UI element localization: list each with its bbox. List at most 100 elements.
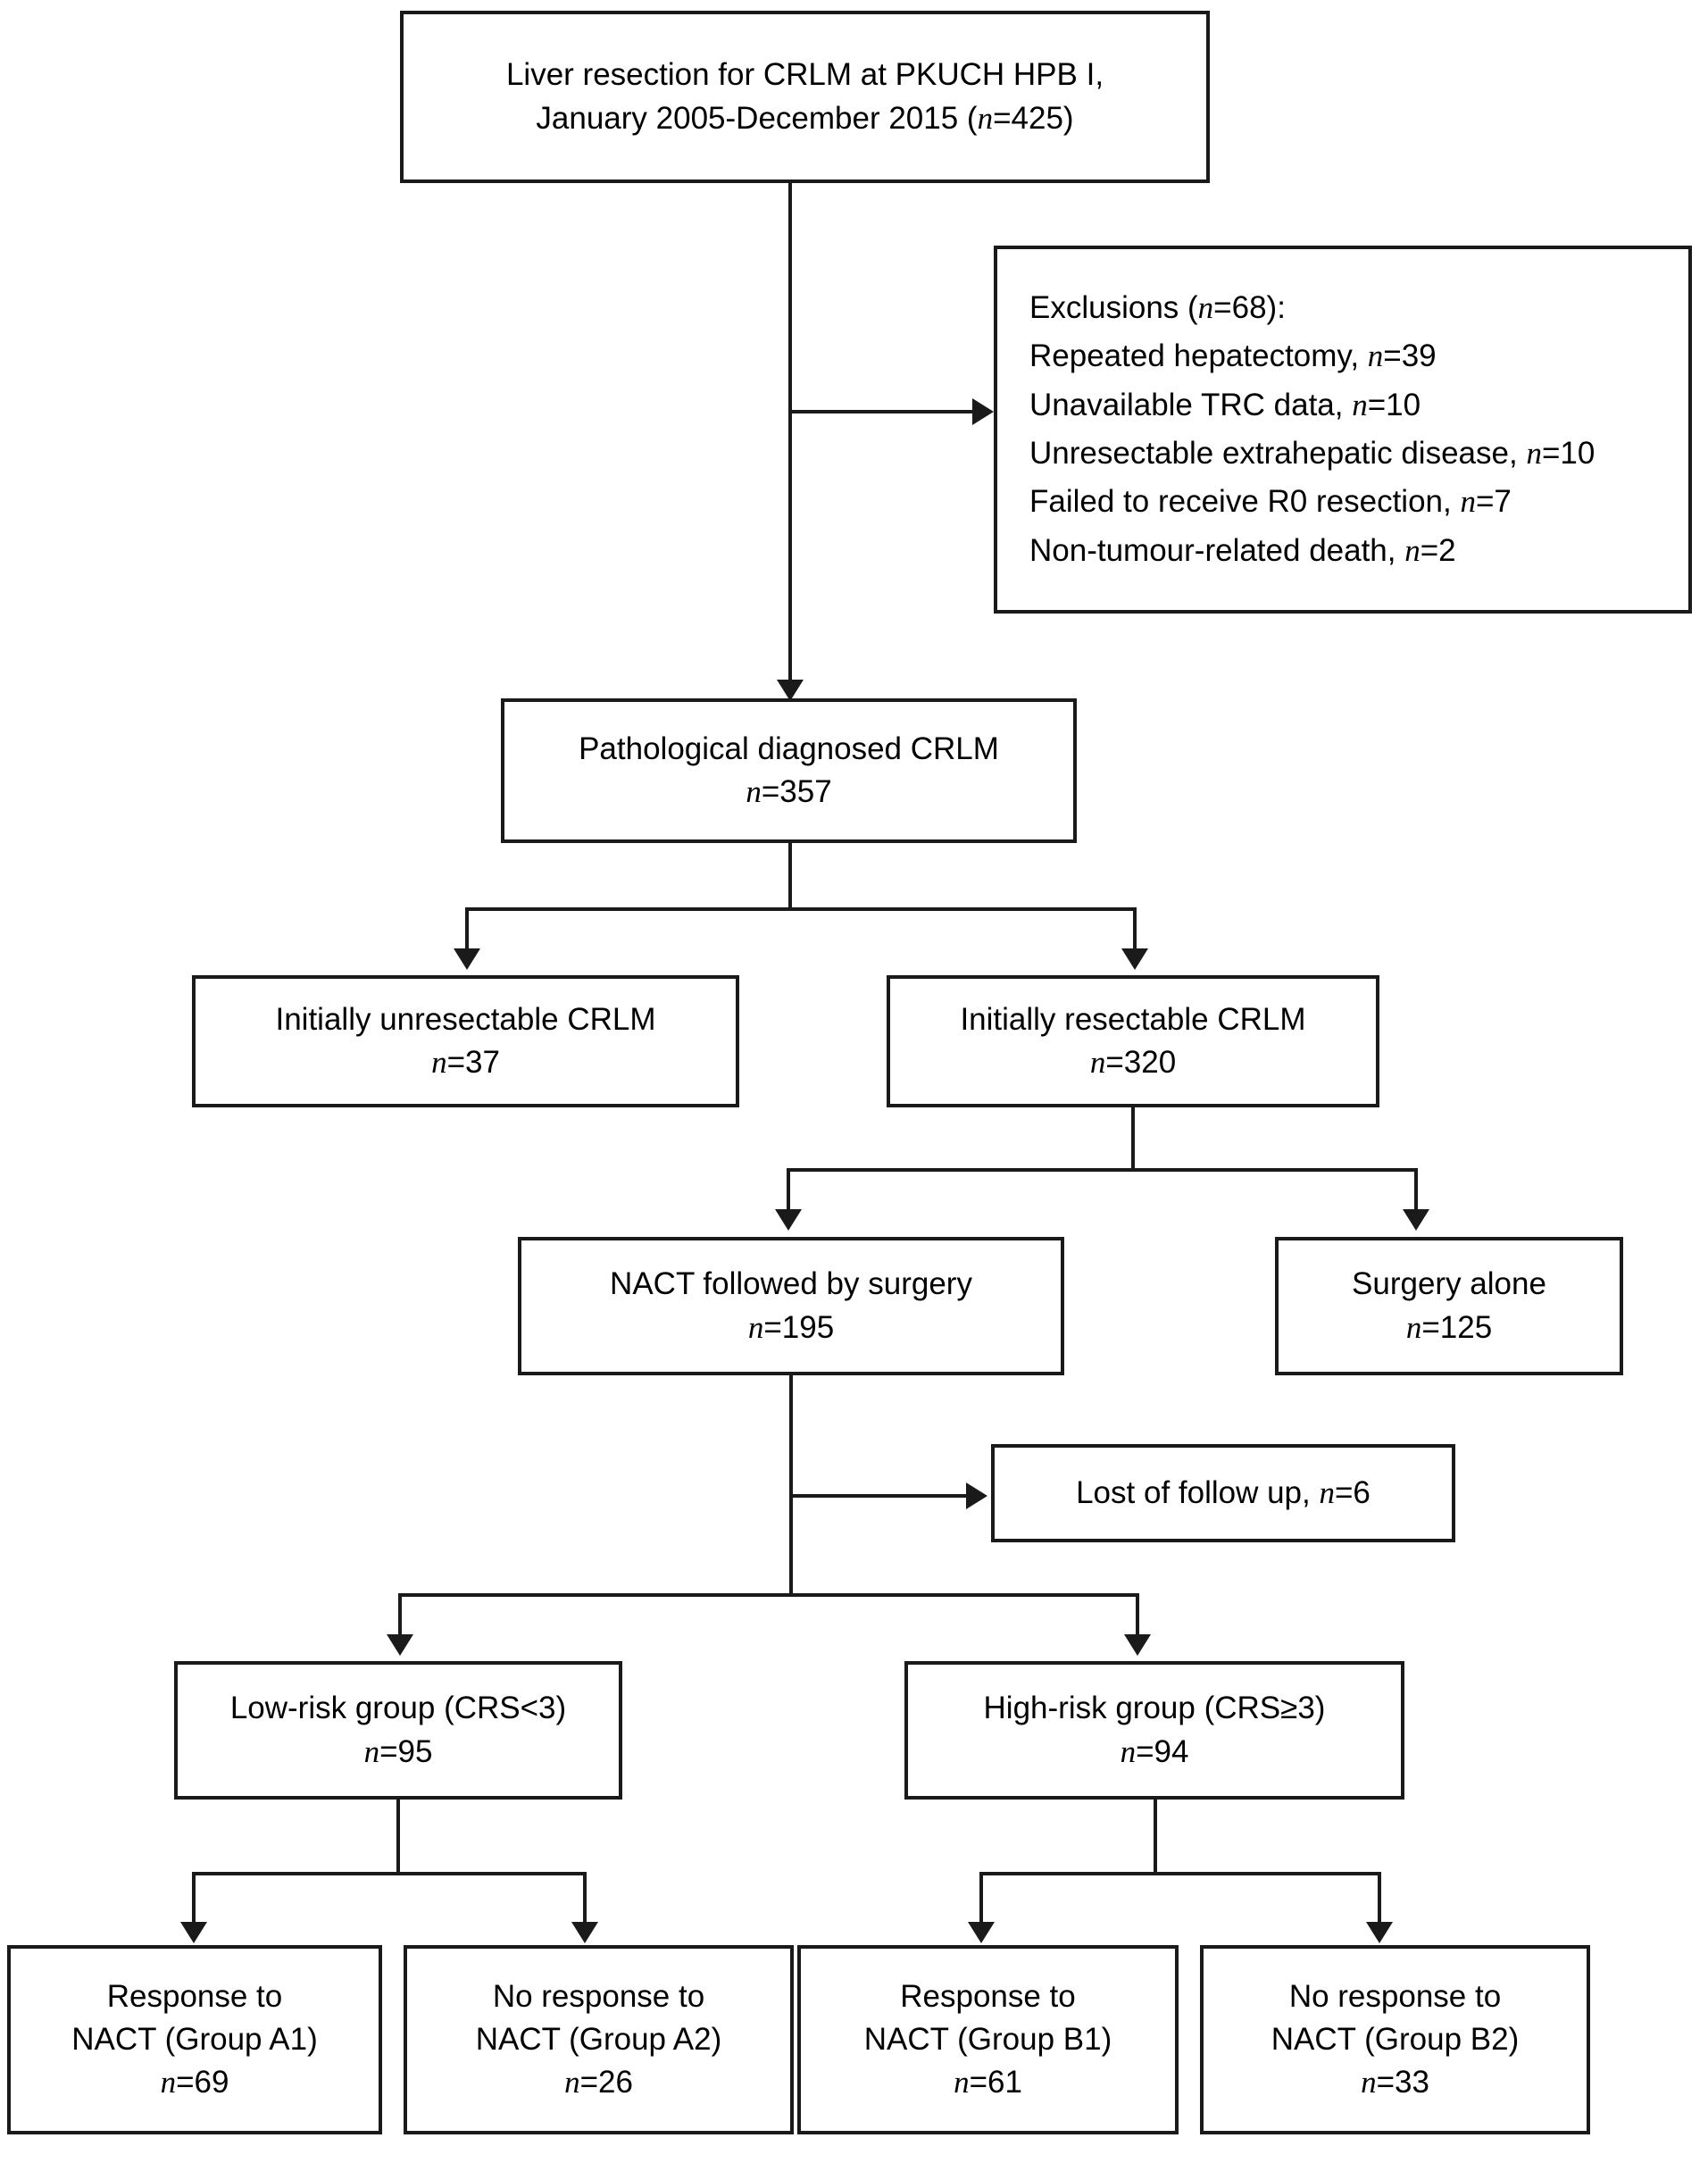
nact-surgery-count: n=195: [748, 1307, 834, 1349]
group-b1-n-var: n: [954, 2065, 970, 2100]
node-group-b1: Response to NACT (Group B1) n=61: [797, 1945, 1179, 2134]
group-a2-line-2: NACT (Group A2): [475, 2021, 722, 2057]
low-risk-n-var: n: [363, 1733, 380, 1769]
connector-to-group-a1: [192, 1872, 196, 1927]
high-risk-label: High-risk group (CRS≥3): [983, 1691, 1326, 1726]
node-pathological-diagnosed-crlm: Pathological diagnosed CRLM n=357: [501, 698, 1077, 843]
nact-surgery-n-var: n: [747, 1309, 764, 1345]
connector-exclusions-branch: [788, 410, 974, 413]
node-group-a1: Response to NACT (Group A1) n=69: [7, 1945, 382, 2134]
high-risk-count: n=94: [1121, 1731, 1189, 1774]
low-risk-label: Low-risk group (CRS<3): [229, 1691, 567, 1726]
exclusion-item-value: =10: [1367, 387, 1421, 422]
arrow-to-group-a1: [180, 1922, 207, 1943]
exclusion-item: Unresectable extrahepatic disease, n=10: [1029, 430, 1595, 478]
exclusion-item-label: Failed to receive R0 resection,: [1029, 484, 1461, 520]
group-a2-value: =26: [579, 2065, 633, 2100]
cohort-line-2: January 2005-December 2015 (n=425): [536, 97, 1073, 140]
nact-surgery-value: =195: [763, 1309, 835, 1345]
group-b2-line-1: No response to: [1288, 1978, 1502, 2014]
exclusion-item: Unavailable TRC data, n=10: [1029, 381, 1421, 430]
lost-followup-value: =6: [1334, 1474, 1371, 1510]
pathological-label: Pathological diagnosed CRLM: [579, 731, 999, 766]
resectable-label: Initially resectable CRLM: [960, 1001, 1306, 1037]
nact-surgery-label: NACT followed by surgery: [610, 1266, 972, 1302]
group-b2-line-2: NACT (Group B2): [1271, 2021, 1520, 2057]
connector-to-high-risk: [1136, 1593, 1139, 1640]
connector-split-bar-5: [979, 1872, 1381, 1875]
high-risk-n-var: n: [1120, 1733, 1137, 1769]
node-group-b2: No response to NACT (Group B2) n=33: [1200, 1945, 1590, 2134]
exclusion-item-n-var: n: [1404, 532, 1421, 568]
connector-split-bar-2: [787, 1168, 1418, 1172]
low-risk-value: =95: [379, 1733, 433, 1769]
exclusion-item-n-var: n: [1352, 387, 1368, 422]
surgery-alone-n-var: n: [1405, 1309, 1422, 1345]
group-b1-count: n=61: [954, 2061, 1022, 2104]
exclusion-item-label: Unresectable extrahepatic disease,: [1029, 436, 1527, 471]
exclusion-item-n-var: n: [1526, 436, 1542, 471]
exclusion-item-value: =10: [1541, 436, 1596, 471]
group-b1-line-2: NACT (Group B1): [863, 2021, 1112, 2057]
node-group-a2: No response to NACT (Group A2) n=26: [404, 1945, 794, 2134]
unresectable-count: n=37: [431, 1041, 500, 1084]
connector-high-risk-stem: [1154, 1800, 1157, 1875]
node-low-risk-group: Low-risk group (CRS<3) n=95: [174, 1661, 622, 1800]
group-a2-count: n=26: [564, 2061, 633, 2104]
exclusion-item: Non-tumour-related death, n=2: [1029, 527, 1456, 575]
surgery-alone-value: =125: [1421, 1309, 1493, 1345]
connector-to-group-a2: [583, 1872, 587, 1927]
exclusions-heading-n-var: n: [1197, 290, 1214, 326]
node-initially-unresectable-crlm: Initially unresectable CRLM n=37: [192, 975, 739, 1107]
node-cohort: Liver resection for CRLM at PKUCH HPB I,…: [400, 11, 1210, 183]
connector-cohort-stem: [788, 183, 792, 694]
connector-to-resectable: [1133, 907, 1137, 954]
resectable-value: =320: [1105, 1045, 1177, 1080]
arrow-to-high-risk-group: [1124, 1634, 1151, 1656]
node-nact-followed-by-surgery: NACT followed by surgery n=195: [518, 1237, 1064, 1375]
connector-to-unresectable: [465, 907, 469, 954]
arrow-to-group-a2: [571, 1922, 598, 1943]
group-a2-n-var: n: [564, 2065, 580, 2100]
group-b2-value: =33: [1376, 2065, 1429, 2100]
connector-split-bar-4: [192, 1872, 587, 1875]
surgery-alone-label: Surgery alone: [1352, 1266, 1546, 1302]
cohort-n-var: n: [977, 100, 994, 136]
connector-to-surgery-alone: [1414, 1168, 1418, 1215]
exclusion-item-n-var: n: [1367, 338, 1384, 374]
pathological-count: n=357: [746, 771, 831, 814]
connector-split-bar-1: [465, 907, 1137, 911]
node-surgery-alone: Surgery alone n=125: [1275, 1237, 1623, 1375]
exclusion-item-label: Unavailable TRC data,: [1029, 387, 1353, 422]
arrow-to-unresectable: [454, 948, 480, 970]
surgery-alone-count: n=125: [1406, 1307, 1492, 1349]
arrow-to-nact-surgery: [775, 1209, 802, 1231]
arrow-to-low-risk-group: [387, 1634, 413, 1656]
group-a1-n-var: n: [160, 2065, 177, 2100]
cohort-line-2-pre: January 2005-December 2015 (: [536, 100, 978, 136]
unresectable-label: Initially unresectable CRLM: [275, 1001, 656, 1037]
connector-to-group-b1: [979, 1872, 983, 1927]
exclusion-item-n-var: n: [1460, 484, 1476, 520]
pathological-value: =357: [761, 774, 832, 809]
group-a1-line-1: Response to: [106, 1978, 283, 2014]
connector-resectable-stem: [1131, 1107, 1135, 1172]
lost-followup-text: Lost of follow up, n=6: [1076, 1472, 1371, 1515]
resectable-count: n=320: [1090, 1041, 1176, 1084]
node-exclusions: Exclusions (n=68): Repeated hepatectomy,…: [994, 246, 1692, 614]
arrow-to-surgery-alone: [1403, 1209, 1429, 1231]
arrow-to-exclusions: [972, 398, 994, 425]
group-a1-count: n=69: [161, 2061, 229, 2104]
unresectable-n-var: n: [431, 1045, 447, 1080]
exclusions-heading-pre: Exclusions (: [1029, 290, 1198, 326]
connector-to-group-b2: [1378, 1872, 1381, 1927]
connector-low-risk-stem: [396, 1800, 400, 1875]
unresectable-value: =37: [446, 1045, 500, 1080]
connector-to-nact: [787, 1168, 790, 1215]
arrow-to-lost-followup: [966, 1482, 987, 1509]
connector-to-low-risk: [398, 1593, 402, 1640]
group-b1-value: =61: [969, 2065, 1022, 2100]
exclusions-heading: Exclusions (n=68):: [1029, 284, 1286, 332]
group-a1-value: =69: [176, 2065, 229, 2100]
